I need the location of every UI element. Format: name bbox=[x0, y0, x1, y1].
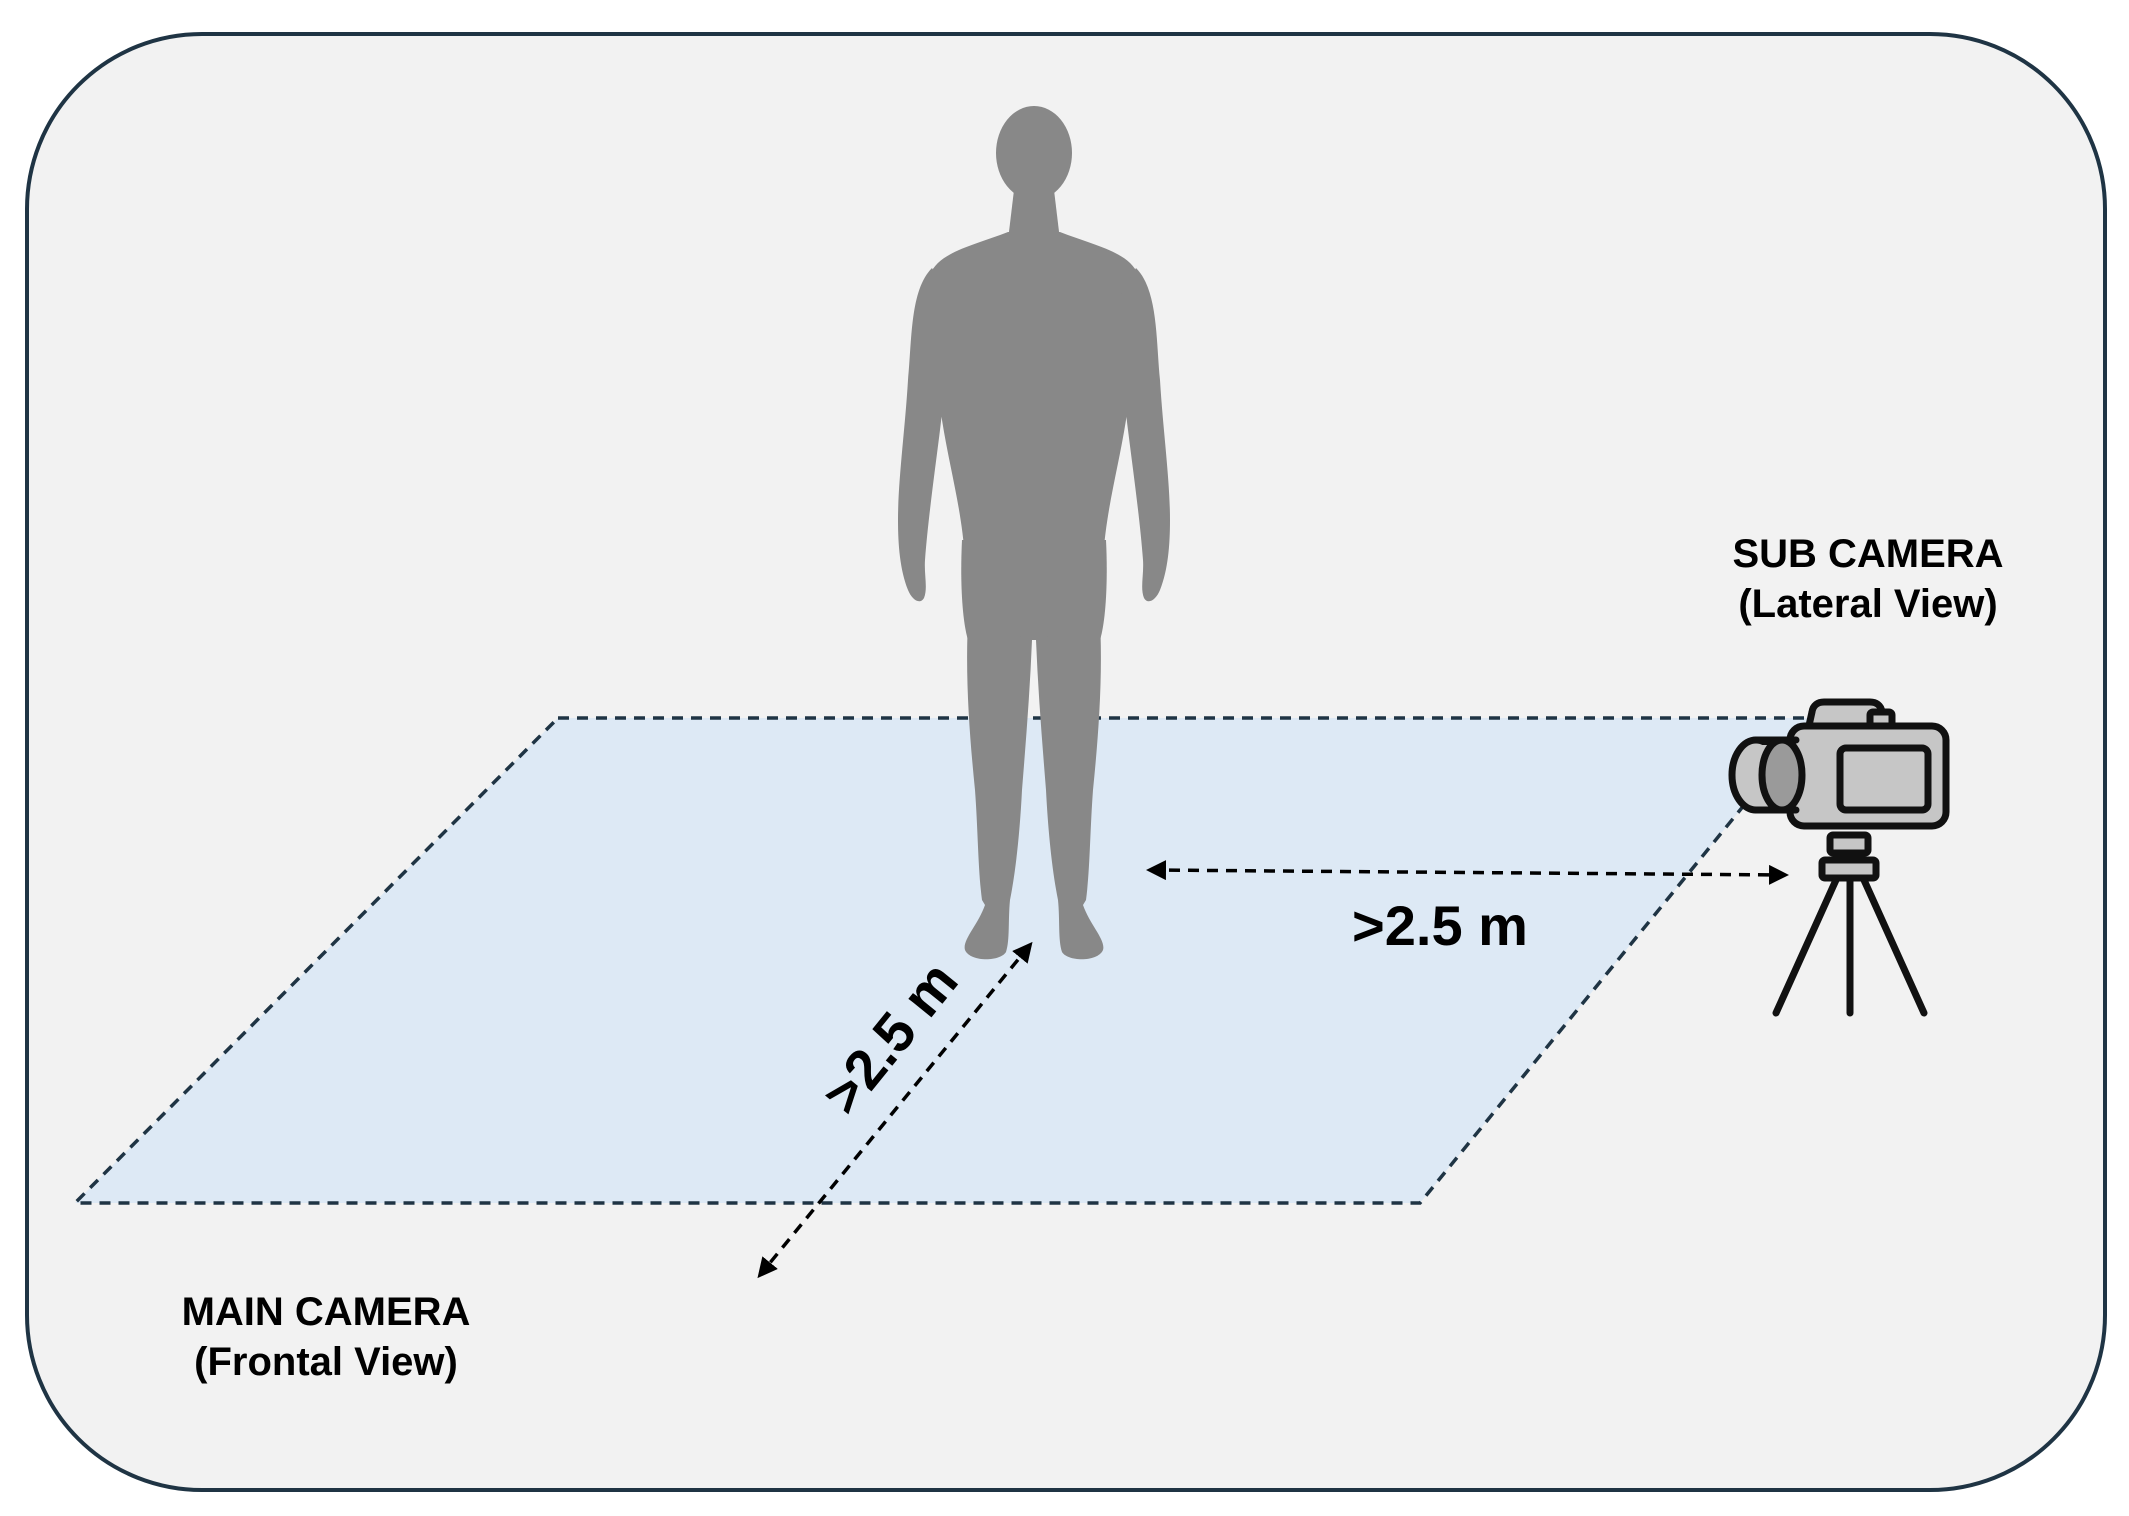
main-camera-view: (Frontal View) bbox=[194, 1340, 458, 1384]
camera-icon bbox=[1728, 698, 1950, 830]
main-camera-title: MAIN CAMERA bbox=[182, 1290, 471, 1334]
frontal-distance-arrow bbox=[757, 941, 1033, 1279]
lateral-distance-arrow bbox=[1146, 860, 1789, 885]
sub-camera-view: (Lateral View) bbox=[1738, 582, 1997, 626]
lateral-distance-label: >2.5 m bbox=[1352, 894, 1528, 957]
person-silhouette-icon bbox=[898, 106, 1170, 960]
tripod-icon bbox=[1772, 831, 1928, 1017]
sub-camera-title: SUB CAMERA bbox=[1732, 532, 2003, 576]
